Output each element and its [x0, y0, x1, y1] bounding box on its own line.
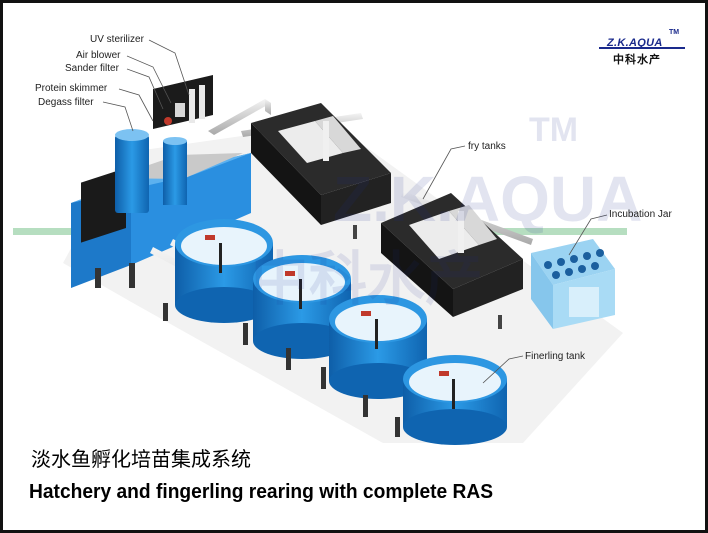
tank-stands: [163, 303, 400, 437]
label-incubation-jar: Incubation Jar: [609, 209, 672, 220]
round-tank-4: [403, 355, 507, 445]
filtration-module: [71, 75, 251, 288]
title-english: Hatchery and fingerling rearing with com…: [29, 481, 494, 503]
label-degass-filter: Degass filter: [38, 97, 94, 108]
label-fry-tanks: fry tanks: [468, 141, 506, 152]
logo-chinese: 中科水产: [613, 53, 661, 66]
logo-tm: TM: [669, 29, 680, 36]
fry-tank-2: [381, 193, 523, 329]
watermark-text: Z.K.AQUA: [333, 163, 642, 235]
label-protein-skimmer: Protein skimmer: [35, 83, 108, 94]
label-uv-sterilizer: UV sterilizer: [90, 34, 144, 45]
callout-lines: [102, 39, 608, 384]
title-chinese: 淡水鱼孵化培苗集成系统: [31, 447, 251, 471]
system-illustration: Z.K.AQUA TM 中科水产: [13, 39, 685, 445]
incubation-jar-rack: [531, 239, 615, 329]
round-tank-3: [329, 295, 427, 399]
label-finerling-tank: Finerling tank: [525, 351, 586, 362]
label-air-blower: Air blower: [76, 50, 121, 61]
fry-tank-1: [251, 103, 391, 239]
label-sander-filter: Sander filter: [65, 63, 119, 74]
logo-brand: Z.K.AQUA: [607, 37, 663, 49]
watermark-chinese: 中科水产: [251, 245, 483, 313]
watermark-tm: TM: [529, 111, 578, 149]
logo-underline: [599, 47, 685, 49]
